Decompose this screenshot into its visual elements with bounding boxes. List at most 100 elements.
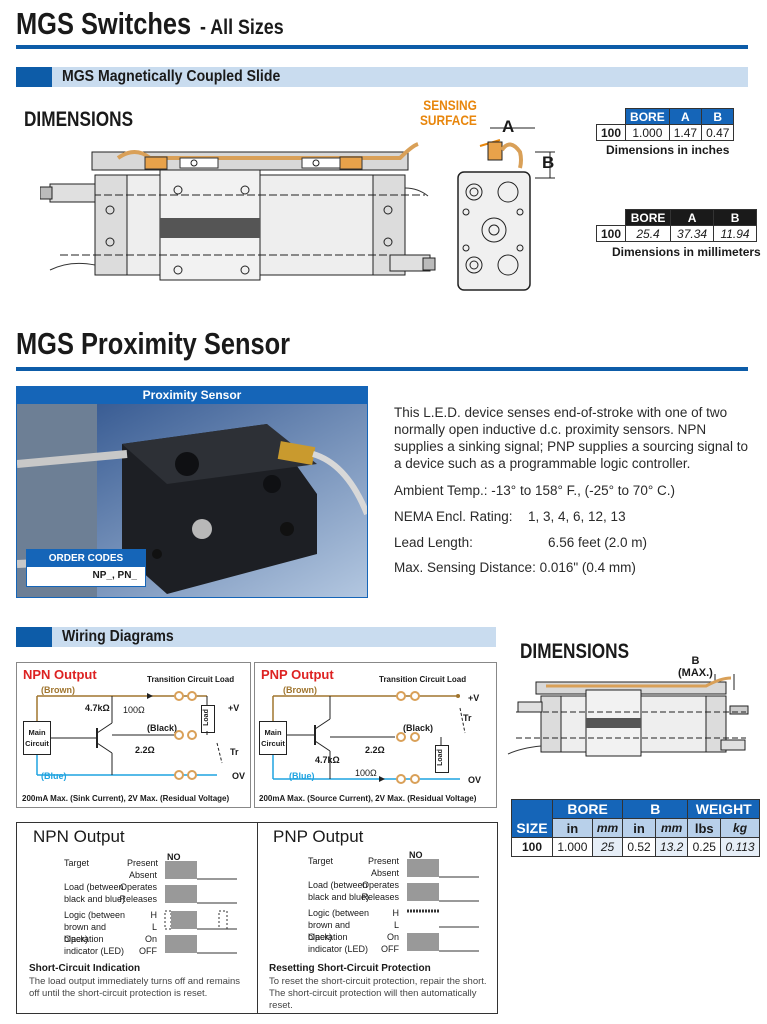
order-codes-box: ORDER CODES NP_, PN_ (26, 549, 146, 587)
table-mm: BORE A B 100 25.4 37.34 11.94 (595, 209, 758, 242)
pnp-row1-r1: Present (367, 856, 399, 866)
th-unit-mm2: mm (654, 818, 689, 838)
npn-main-circuit: Main Circuit (23, 721, 51, 755)
pnp-brown: (Brown) (283, 685, 317, 695)
npn-r2: 100Ω (123, 705, 145, 715)
cell2-lbs: 0.25 (687, 837, 722, 857)
sensor-dim-table: BORE B WEIGHT SIZE in mm in mm lbs kg 10… (511, 799, 760, 857)
page-title-main: MGS Switches (16, 6, 192, 41)
output-box: NPN Output NO Target Present Absent Load… (16, 822, 498, 1014)
th-a-mm: A (670, 209, 715, 226)
pnp-row1-left: Target (308, 856, 334, 866)
proximity-description: This L.E.D. device senses end-of-stroke … (394, 405, 748, 471)
th-b-mm: B (713, 209, 758, 226)
table-inches: BORE A B 100 1.000 1.47 0.47 (595, 108, 735, 141)
sensor-dimension-drawing (507, 674, 749, 757)
npn-footer: 200mA Max. (Sink Current), 2V Max. (Resi… (22, 794, 230, 803)
npn-row4-r1: On (144, 934, 157, 944)
section-bar-wiring: Wiring Diagrams (16, 627, 496, 647)
th-unit-lbs: lbs (687, 818, 722, 838)
npn-output-title: NPN Output (33, 827, 125, 846)
npn-r3: 2.2Ω (135, 745, 155, 755)
b-max-2: (MAX.) (678, 667, 713, 679)
npn-note-body: The load output immediately turns off an… (29, 976, 241, 999)
cell-b-mm: 11.94 (713, 225, 758, 242)
pnp-row1-r2: Absent (370, 868, 399, 878)
npn-row2-r1: Operates (119, 882, 157, 892)
section-bar-block-wiring (16, 627, 52, 647)
cell-size-mm: 100 (595, 225, 627, 242)
section-bar-block (16, 67, 52, 87)
npn-row2-r2: Releases (119, 894, 157, 904)
npn-row1-left: Target (64, 858, 90, 868)
pnp-transition: Transition Circuit Load (379, 675, 467, 684)
slide-front-drawing (40, 142, 436, 281)
th-size: SIZE (511, 818, 553, 838)
page-title: MGS Switches (16, 6, 230, 42)
npn-wiring-title: NPN Output (23, 667, 97, 682)
pnp-row3-r1: H (392, 908, 400, 918)
npn-tr: Tr (230, 747, 239, 757)
npn-row1-r1: Present (127, 858, 159, 868)
npn-main-circuit-1: Main (28, 728, 46, 737)
pnp-wiring-title: PNP Output (261, 667, 334, 682)
cell-size: 100 (595, 124, 627, 141)
cell-a: 1.47 (668, 124, 703, 141)
npn-row3-r1: H (150, 910, 158, 920)
pnp-plusv: +V (468, 693, 480, 703)
wiring-label: Wiring Diagrams (62, 628, 174, 645)
spec-distance: Max. Sensing Distance: 0.016" (0.4 mm) (394, 560, 636, 575)
th-unit-in1: in (551, 818, 593, 838)
page-subtitle: - All Sizes (200, 16, 284, 39)
pnp-row4-r1: On (386, 932, 399, 942)
npn-black: (Black) (147, 723, 178, 733)
proximity-title: MGS Proximity Sensor (16, 326, 350, 362)
dim-a-label: A (502, 117, 515, 136)
caption-inches: Dimensions in inches (606, 143, 730, 157)
npn-row4-r2: OFF (139, 946, 157, 956)
cell2-b-in: 0.52 (622, 837, 656, 857)
sensing-surface-line2: SURFACE (420, 112, 477, 128)
spec-ambient: Ambient Temp.: -13° to 158° F., (-25° to… (394, 483, 675, 498)
npn-r1: 4.7kΩ (85, 703, 110, 713)
npn-load-box: Load (201, 705, 215, 733)
npn-note-title: Short-Circuit Indication (29, 963, 141, 974)
th-bore-mm: BORE (625, 209, 672, 226)
npn-timing-chart (164, 861, 237, 954)
photo-frame: Proximity Sensor ORDER CODES NP_, PN_ (16, 386, 368, 598)
th-b: B (701, 108, 735, 125)
slide-side-drawing (457, 127, 555, 291)
pnp-load-box: Load (435, 745, 449, 773)
npn-main-circuit-2: Circuit (25, 739, 49, 748)
npn-row3-r2: L (151, 922, 157, 932)
sensing-surface-line1: SENSING (423, 97, 477, 113)
cell-b: 0.47 (701, 124, 735, 141)
pnp-r2: 100Ω (355, 768, 377, 778)
b-max-1: B (691, 655, 700, 667)
pnp-footer: 200mA Max. (Source Current), 2V Max. (Re… (259, 794, 477, 803)
cell2-size: 100 (511, 837, 553, 857)
npn-plusv: +V (228, 703, 240, 713)
th-a: A (668, 108, 703, 125)
section-label: MGS Magnetically Coupled Slide (62, 68, 281, 85)
pnp-row4-left: Operation indicator (LED) (308, 932, 369, 954)
npn-brown: (Brown) (41, 685, 75, 695)
spec-nema-label: NEMA Encl. Rating: (394, 509, 513, 524)
cell-bore-mm: 25.4 (625, 225, 672, 242)
section-bar-slide: MGS Magnetically Coupled Slide (16, 67, 748, 87)
proximity-rule (16, 367, 748, 371)
pnp-blue: (Blue) (289, 771, 315, 781)
output-divider (257, 823, 258, 1013)
proximity-title-text: MGS Proximity Sensor (16, 326, 291, 361)
npn-wiring-box: NPN Output Transition Circuit Load (Brow… (16, 662, 251, 808)
npn-blue: (Blue) (41, 771, 67, 781)
th-b2: B (622, 799, 689, 819)
npn-transition: Transition Circuit Load (147, 675, 235, 684)
order-codes-label: ORDER CODES (27, 550, 145, 567)
th-unit-in2: in (622, 818, 656, 838)
pnp-timing-chart (407, 859, 479, 952)
cell2-bore-mm: 25 (591, 837, 624, 857)
pnp-wiring-box: PNP Output Transition Circuit Load (Brow… (254, 662, 497, 808)
npn-no: NO (167, 852, 181, 862)
b-max-label: B (MAX.) (678, 655, 713, 679)
